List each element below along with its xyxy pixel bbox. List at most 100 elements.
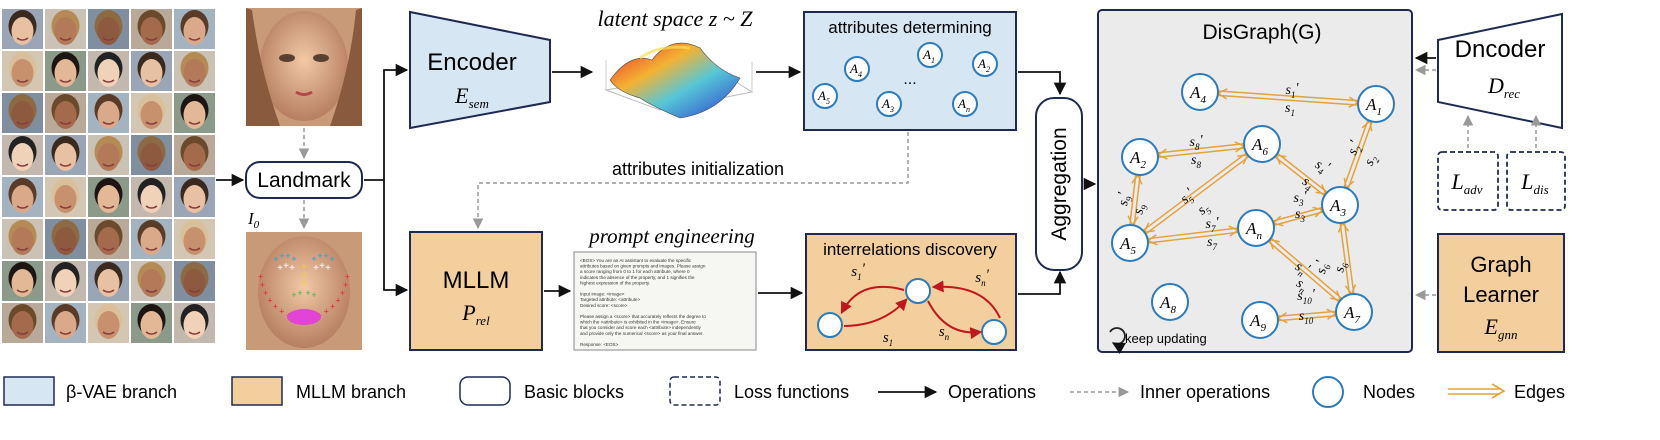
svg-text:+: + — [343, 280, 348, 290]
face-thumbnail — [2, 135, 43, 175]
face-thumbnail — [131, 51, 172, 91]
decoder-symbol: Drec — [1487, 73, 1520, 101]
edge-label: s2' — [1343, 138, 1366, 159]
aggregation-label: Aggregation — [1048, 127, 1071, 240]
face-thumbnail — [174, 51, 215, 91]
prompt-line: highest expression of the property. — [580, 280, 650, 285]
face-thumbnail — [2, 219, 43, 259]
attribute-node-label: A1 — [922, 47, 935, 65]
face-thumbnail — [45, 219, 86, 259]
legend-edges-label: Edges — [1514, 382, 1565, 402]
face-thumbnail — [88, 303, 129, 343]
inner-arrow — [472, 132, 909, 230]
svg-text:+: + — [297, 288, 302, 298]
face-thumbnail — [88, 9, 129, 49]
svg-text:+: + — [291, 254, 296, 264]
loss-dis-label: Ldis — [1520, 169, 1548, 197]
prompt-line: Please assign a <score> that accurately … — [580, 314, 706, 319]
interrelation-node — [981, 319, 1007, 345]
landmark-label: Landmark — [257, 169, 351, 192]
operation-arrow — [364, 63, 409, 181]
edge-label: s1 — [1285, 101, 1295, 118]
encoder-block — [409, 10, 551, 130]
face-thumbnail — [131, 9, 172, 49]
face-thumbnail — [174, 219, 215, 259]
interrelation-label: sn' — [975, 267, 989, 288]
attribute-node — [844, 56, 870, 82]
svg-text:+: + — [340, 288, 345, 298]
mllm-symbol: Prel — [461, 300, 490, 328]
svg-text:+: + — [323, 251, 328, 261]
disgraph-node-label: A5 — [1119, 234, 1136, 257]
svg-text:+: + — [277, 263, 283, 274]
red-arrow — [927, 300, 983, 340]
face-thumbnail — [88, 135, 129, 175]
face-thumbnail — [131, 177, 172, 217]
disgraph-node-label: A8 — [1159, 293, 1176, 316]
svg-text:+: + — [273, 254, 278, 264]
loss-adv-box — [1437, 151, 1499, 211]
attribute-node-label: A5 — [817, 88, 830, 106]
edge-label: s3 — [1295, 207, 1305, 224]
prompt-line: indicates the absence of the property, a… — [580, 275, 695, 280]
edge-label: s6' — [1312, 258, 1333, 275]
svg-text:+: + — [279, 251, 284, 261]
prompt-line: which the <attribute> is exhibited in th… — [580, 320, 696, 325]
svg-text:+: + — [291, 290, 296, 300]
svg-text:+: + — [289, 263, 295, 274]
landmark-face-image: ++++++++++++++++++++++++++++++++++++++ — [246, 232, 362, 350]
face-thumbnail — [45, 51, 86, 91]
disgraph-node — [1111, 224, 1149, 262]
disgraph-node — [1241, 301, 1279, 339]
edge-label: s3' — [1294, 189, 1308, 208]
svg-text:+: + — [273, 302, 278, 312]
decoder-block — [1437, 12, 1563, 130]
landmark-mouth — [287, 309, 321, 325]
face-thumbnail — [131, 303, 172, 343]
legend-nodes-label: Nodes — [1363, 382, 1415, 402]
face-thumbnail — [45, 303, 86, 343]
graph-learner-line2: Learner — [1463, 282, 1539, 307]
mllm-block — [409, 231, 543, 351]
attributes-title: attributes determining — [828, 18, 991, 37]
prompt-line: Input image: <image> — [580, 292, 625, 297]
face-thumbnail — [45, 9, 86, 49]
legend-basic-label: Basic blocks — [524, 382, 624, 402]
face-thumbnail — [2, 261, 43, 301]
svg-text:+: + — [335, 295, 340, 305]
red-arrow — [843, 298, 908, 327]
edge-label: s2 — [1362, 152, 1382, 169]
legend-loss-label: Loss functions — [734, 382, 849, 402]
mllm-title: MLLM — [443, 267, 510, 294]
disgraph-node-label: A3 — [1329, 196, 1346, 219]
operation-arrow — [1018, 71, 1067, 96]
disgraph-node-label: A9 — [1249, 311, 1266, 334]
face-thumbnail — [2, 177, 43, 217]
face-thumbnail — [2, 9, 43, 49]
legend: β-VAE branch MLLM branch Basic blocks Lo… — [3, 376, 1565, 408]
face-thumbnail — [45, 135, 86, 175]
prompt-line: a score ranging from 0 to 1 for each att… — [580, 269, 690, 274]
aggregation-block — [1035, 97, 1083, 271]
face-thumbnail — [2, 93, 43, 133]
face-thumbnail — [131, 219, 172, 259]
legend-mllm-label: MLLM branch — [296, 382, 406, 402]
landmark-points: ++++++++++++++++++++++++++++++++++++++ — [258, 251, 350, 325]
loss-adv-label: Ladv — [1450, 169, 1482, 197]
svg-text:+: + — [345, 272, 350, 282]
face-thumbnail — [174, 9, 215, 49]
input-face-image — [246, 8, 362, 126]
face-thumbnail — [45, 261, 86, 301]
face-thumbnail — [88, 93, 129, 133]
graph-learner-block — [1437, 233, 1565, 353]
attributes-ellipsis: ... — [903, 71, 916, 88]
face-thumbnail — [45, 177, 86, 217]
disgraph-panel — [1097, 9, 1413, 353]
face-dataset-grid — [2, 9, 215, 343]
svg-text:+: + — [279, 307, 284, 317]
edge-label: s8' — [1190, 133, 1204, 152]
svg-text:+: + — [283, 261, 289, 272]
prompt-line: Desired score: <score> — [580, 303, 628, 308]
edge-label: s9 — [1131, 203, 1150, 216]
